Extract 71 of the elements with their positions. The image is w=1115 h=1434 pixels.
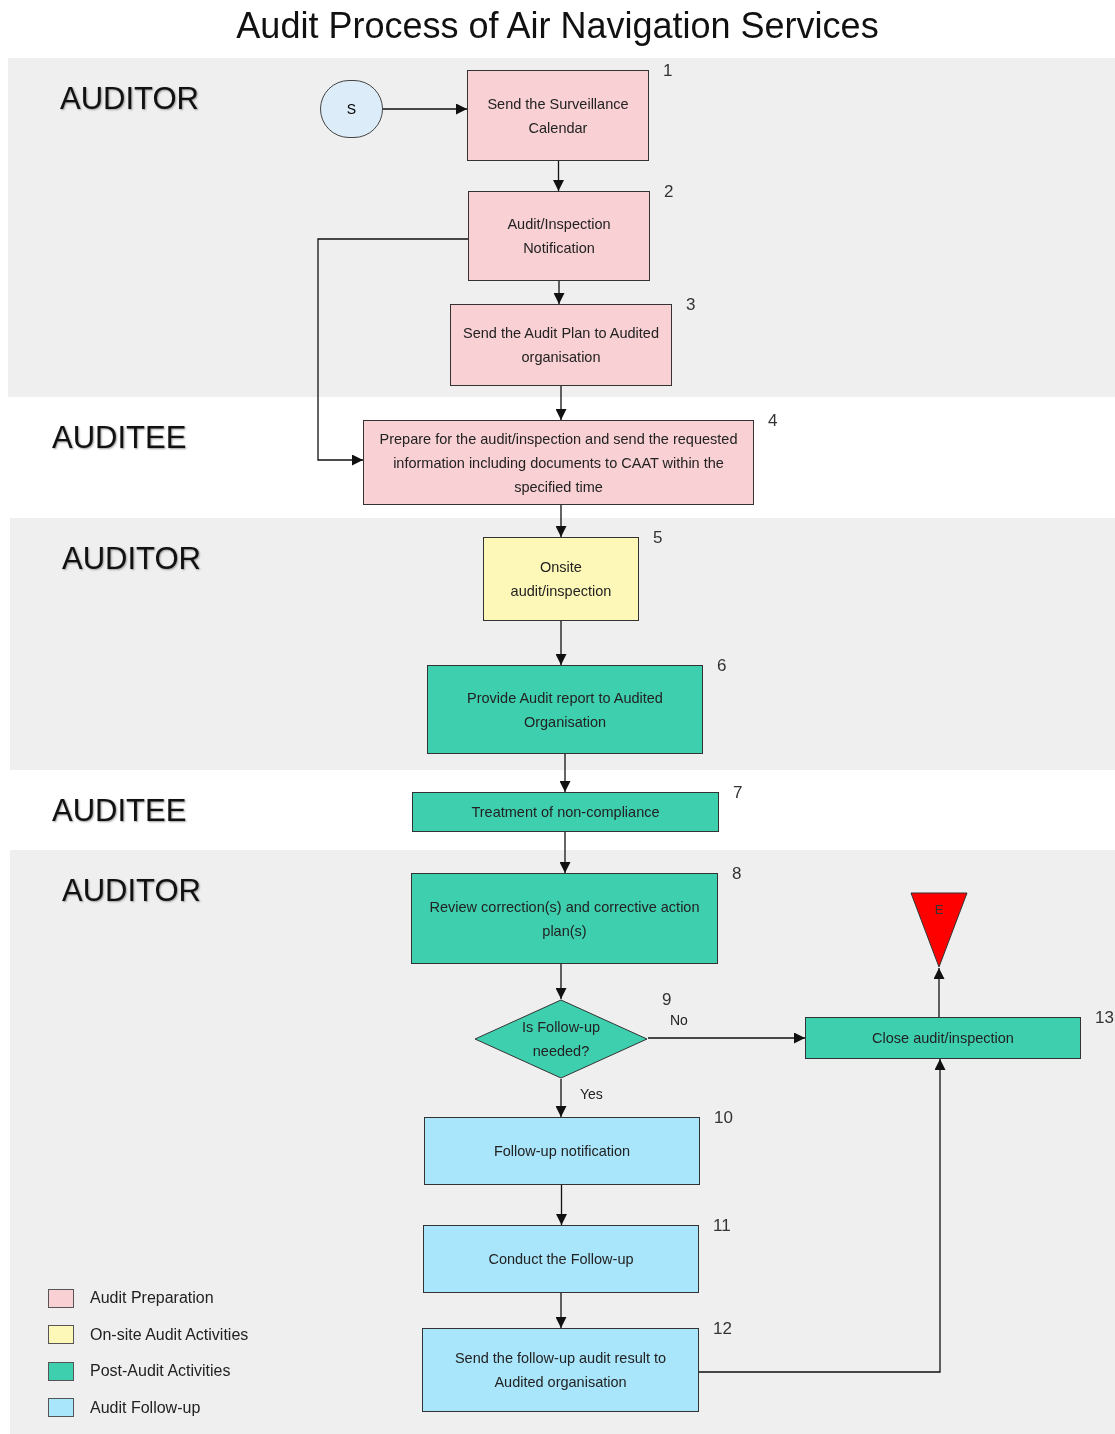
step-number: 12 (713, 1320, 732, 1337)
step-number: 3 (686, 296, 696, 313)
arrow (553, 280, 565, 305)
arrow (555, 620, 567, 666)
process-box (412, 792, 719, 832)
decision-diamond (474, 999, 648, 1079)
node-text: Audit/Inspection Notification (506, 215, 612, 258)
process-box (422, 1328, 699, 1412)
legend-text: Audit Follow-up (90, 1397, 201, 1418)
node-text: Send the Surveillance Calendar (486, 94, 630, 138)
node-text: S (346, 100, 357, 119)
diagram-title: Audit Process of Air Navigation Services (235, 4, 880, 48)
arrow (555, 963, 567, 1000)
node-text: Conduct the Follow-up (488, 1250, 634, 1269)
arrow (555, 504, 567, 538)
lane-label: AUDITOR (62, 872, 201, 910)
process-box (467, 70, 649, 161)
node-text: E (934, 901, 944, 919)
arrow (382, 103, 468, 115)
arrow (555, 1292, 567, 1329)
process-box (468, 191, 650, 281)
lane-label: AUDITOR (60, 80, 199, 118)
legend-text: Audit Preparation (90, 1288, 214, 1308)
node-text: Is Follow-up needed? (520, 1018, 602, 1061)
step-number: 2 (664, 183, 674, 200)
node-text: Close audit/inspection (872, 1029, 1014, 1048)
process-box (411, 873, 718, 964)
swimlane (8, 58, 1115, 397)
step-number: 5 (653, 529, 663, 546)
arrow (559, 831, 571, 874)
node-text: Send the follow-up audit result to Audited organisation (453, 1349, 668, 1392)
lane-label: AUDITEE (52, 419, 187, 457)
node-text: Send the Audit Plan to Audited organisation (463, 324, 659, 367)
swimlane (10, 850, 1115, 1434)
arrow (553, 160, 564, 192)
process-box (805, 1017, 1081, 1059)
arrow (698, 1058, 946, 1373)
process-box (363, 420, 754, 505)
node-text: Review correction(s) and corrective action plan(s) (428, 897, 701, 941)
arrow (647, 1032, 806, 1044)
process-box (423, 1225, 699, 1293)
arrow (317, 238, 469, 466)
step-number: 10 (714, 1109, 733, 1126)
end-triangle (910, 892, 968, 968)
step-number: 8 (732, 865, 742, 882)
legend-text: Post-Audit Activities (90, 1361, 231, 1381)
step-number: 11 (713, 1217, 731, 1234)
arrow (555, 385, 567, 421)
legend-text: On-site Audit Activities (90, 1324, 249, 1345)
step-number: 13 (1095, 1009, 1114, 1026)
step-number: 7 (733, 784, 743, 801)
step-number: 1 (663, 62, 673, 79)
node-text: Onsite audit/inspection (509, 558, 613, 601)
process-box (450, 304, 672, 386)
arrow (556, 1184, 567, 1226)
lane-label: AUDITEE (52, 792, 187, 830)
step-number: 4 (768, 412, 778, 429)
lane-label: AUDITOR (62, 540, 201, 578)
process-box (483, 537, 639, 621)
process-box (424, 1117, 700, 1185)
arrow (555, 1078, 567, 1118)
node-text: Provide Audit report to Audited Organisation (466, 688, 664, 732)
arrow (559, 753, 571, 793)
arrow (933, 967, 945, 1018)
node-text: Prepare for the audit/inspection and send the requested information including documents to CAAT within the specified time (378, 429, 739, 497)
step-number: 6 (717, 657, 727, 674)
step-number: 9 (662, 991, 672, 1008)
node-text: Follow-up notification (493, 1142, 631, 1161)
node-text: Treatment of non-compliance (471, 803, 660, 822)
swimlane (10, 518, 1115, 770)
process-box (427, 665, 703, 754)
